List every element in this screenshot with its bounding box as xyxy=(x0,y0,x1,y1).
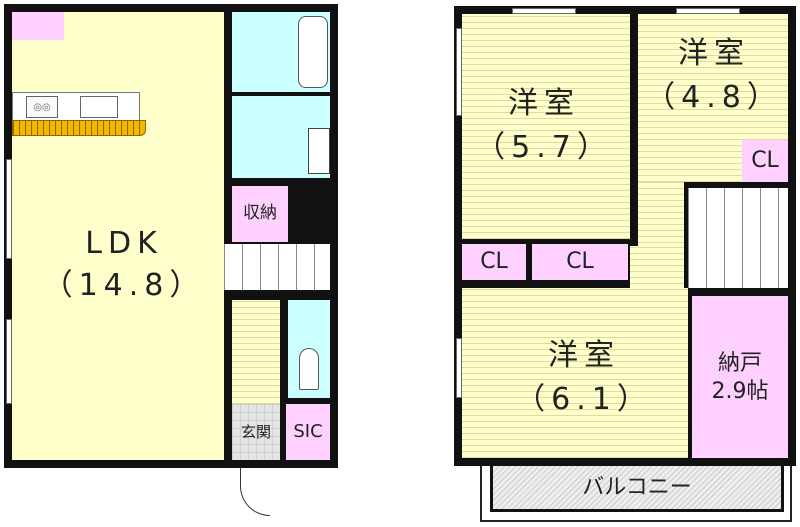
room-storage: 収納 xyxy=(232,186,288,242)
sink-icon xyxy=(80,96,118,118)
room-western-6-1-ext xyxy=(630,246,684,296)
ldk-size: （14.8） xyxy=(42,268,206,304)
washbasin-icon xyxy=(308,128,330,174)
entrance-door[interactable] xyxy=(240,468,270,516)
room-sic: SIC xyxy=(286,404,330,460)
stairs xyxy=(224,244,330,290)
window-4 xyxy=(456,338,462,398)
toilet-icon xyxy=(299,348,319,390)
window-ldk-1 xyxy=(6,159,12,259)
floor-2: 洋室 （5.7） 洋室 （4.8） CL CL CL 洋室 （6.1） 納戸 2… xyxy=(454,6,796,466)
floor-1: ◎◎ LDK （14.8） 収納 玄関 SIC xyxy=(4,4,338,516)
western-5-7-label: 洋室 xyxy=(508,86,580,122)
counter-bar xyxy=(12,120,146,136)
window-1 xyxy=(512,8,576,14)
closet-2-9-label: 納戸 xyxy=(717,351,762,377)
closet-2-9-size: 2.9帖 xyxy=(711,379,769,405)
bathtub-icon xyxy=(298,16,328,88)
window-2 xyxy=(676,8,740,14)
room-western-6-1 xyxy=(462,288,688,458)
western-6-1-label: 洋室 xyxy=(548,338,620,374)
room-western-5-7 xyxy=(462,14,630,239)
room-western-4-8 xyxy=(638,14,788,182)
western-5-7-size: （5.7） xyxy=(475,130,613,166)
room-closet-2-9 xyxy=(692,296,788,458)
ldk-label: LDK xyxy=(85,226,163,262)
stairs xyxy=(688,188,788,288)
closet-cl-1: CL xyxy=(462,244,526,280)
room-ldk xyxy=(12,12,224,460)
balcony: バルコニー xyxy=(490,466,784,512)
closet-kitchen xyxy=(12,12,64,40)
closet-cl-2: CL xyxy=(532,244,628,280)
room-entrance: 玄関 xyxy=(232,404,280,460)
western-4-8-size: （4.8） xyxy=(645,80,783,116)
western-4-8-label: 洋室 xyxy=(678,36,750,72)
stove-icon: ◎◎ xyxy=(26,96,58,118)
window-ldk-2 xyxy=(6,319,12,404)
corridor xyxy=(232,300,280,404)
window-3 xyxy=(456,28,462,116)
closet-cl-3: CL xyxy=(742,140,788,182)
western-6-1-size: （6.1） xyxy=(515,382,653,418)
